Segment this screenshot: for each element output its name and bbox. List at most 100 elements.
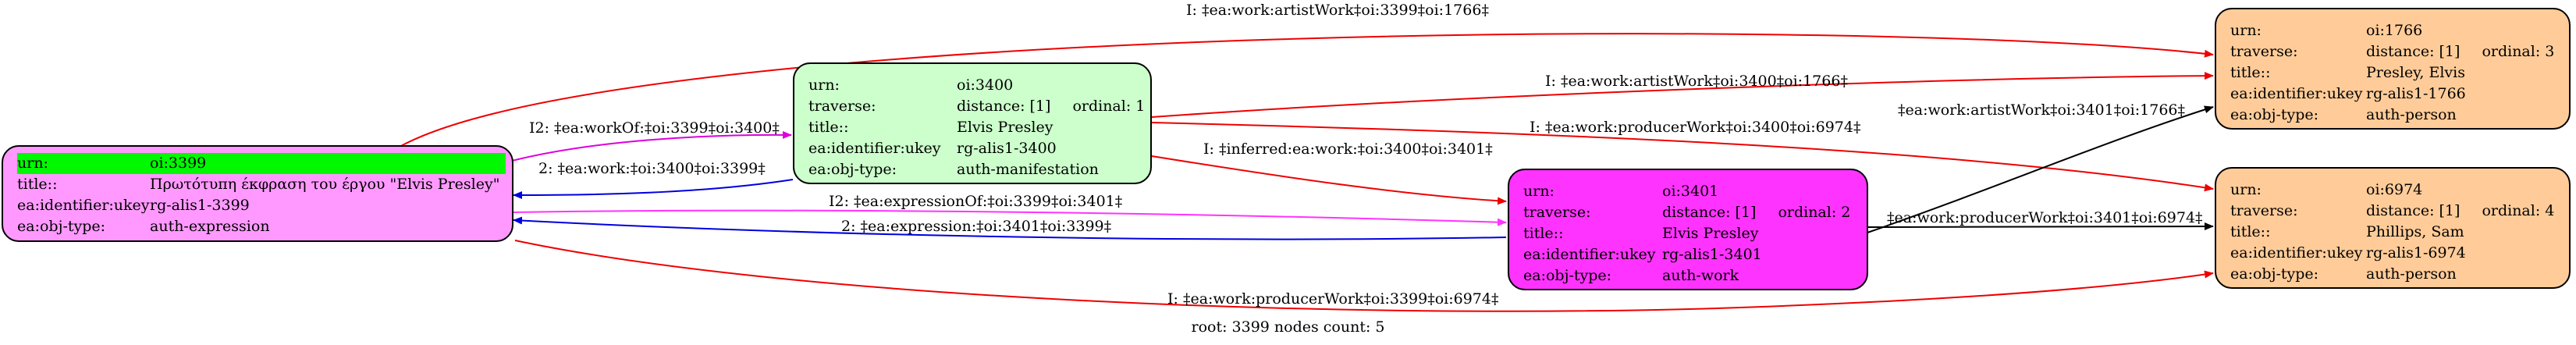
node-row-title: title:: Elvis Presley [1523, 223, 1867, 244]
title-key: title:: [17, 176, 58, 193]
node-oi-3401[interactable]: urn: oi:3401 traverse: distance: [1] ord… [1508, 169, 1868, 290]
edge-3400-3401-inferred [1151, 155, 1507, 205]
node-row-traverse: traverse: distance: [1] ordinal: 1 [808, 96, 1150, 117]
node-row-type: ea:obj-type: auth-person [2230, 264, 2569, 285]
ukey-key: ea:identifier:ukey [808, 140, 941, 157]
distance-value: distance: [1] [957, 98, 1051, 115]
edge-3401-6974-producer [1867, 222, 2214, 231]
type-value: auth-person [2366, 106, 2457, 123]
edge-label: ‡ea:work:producerWork‡oi:3401‡oi:6974‡ [1887, 209, 2203, 226]
distance-value: distance: [1] [2366, 43, 2461, 60]
ordinal-value: ordinal: 2 [1778, 204, 1851, 221]
edge-3400-1766-artist [1151, 72, 2214, 118]
title-key: title:: [2230, 223, 2271, 240]
edge-3399-6974-producer [514, 240, 2214, 312]
edge-3401-3399-expression [513, 216, 1507, 240]
ukey-value: rg-alis1-6974 [2366, 244, 2466, 261]
edge-3399-1766-artist [399, 33, 2214, 148]
node-row-traverse: traverse: distance: [1] ordinal: 2 [1523, 202, 1867, 223]
ukey-value: rg-alis1-3399 [150, 197, 250, 214]
ukey-key: ea:identifier:ukey [17, 197, 150, 214]
title-value: Elvis Presley [1662, 225, 1759, 242]
node-oi-6974[interactable]: urn: oi:6974 traverse: distance: [1] ord… [2215, 167, 2571, 289]
node-row-type: ea:obj-type: auth-work [1523, 265, 1867, 286]
type-key: ea:obj-type: [17, 218, 106, 235]
type-key: ea:obj-type: [2230, 106, 2319, 123]
urn-value: oi:6974 [2366, 181, 2423, 198]
urn-value: oi:3400 [957, 76, 1014, 94]
urn-key: urn: [2230, 22, 2262, 39]
traverse-key: traverse: [2230, 43, 2298, 60]
node-row-urn: urn: oi:3399 [17, 153, 506, 174]
title-value: Presley, Elvis [2366, 64, 2465, 81]
edge-label: I2: ‡ea:workOf:‡oi:3399‡oi:3400‡ [529, 119, 780, 137]
title-value: Phillips, Sam [2366, 223, 2464, 240]
node-row-ukey: ea:identifier:ukey rg-alis1-3401 [1523, 244, 1867, 265]
ukey-value: rg-alis1-1766 [2366, 85, 2466, 102]
traverse-key: traverse: [2230, 202, 2298, 219]
type-key: ea:obj-type: [2230, 265, 2319, 283]
edge-label: I: ‡ea:work:artistWork‡oi:3400‡oi:1766‡ [1545, 73, 1848, 90]
node-oi-3399[interactable]: urn: oi:3399 title:: Πρωτότυπη έκφραση τ… [2, 145, 513, 242]
urn-key: urn: [1523, 183, 1554, 200]
type-value: auth-person [2366, 265, 2457, 283]
node-oi-1766[interactable]: urn: oi:1766 traverse: distance: [1] ord… [2215, 8, 2571, 130]
distance-value: distance: [1] [1662, 204, 1757, 221]
title-key: title:: [808, 119, 849, 136]
graph-footer: root: 3399 nodes count: 5 [1191, 318, 1385, 336]
node-oi-3400[interactable]: urn: oi:3400 traverse: distance: [1] ord… [793, 62, 1152, 184]
urn-key: urn: [808, 76, 840, 94]
node-row-type: ea:obj-type: auth-expression [17, 216, 512, 237]
node-row-urn: urn: oi:1766 [2230, 20, 2569, 41]
node-row-traverse: traverse: distance: [1] ordinal: 3 [2230, 41, 2569, 62]
edge-label: ‡ea:work:artistWork‡oi:3401‡oi:1766‡ [1898, 101, 2185, 119]
node-row-urn: urn: oi:3400 [808, 75, 1150, 96]
edge-label: I: ‡ea:work:producerWork‡oi:3400‡oi:6974… [1530, 119, 1861, 136]
ukey-key: ea:identifier:ukey [2230, 244, 2363, 261]
title-value: Elvis Presley [957, 119, 1053, 136]
urn-key: urn: [17, 155, 48, 172]
ukey-value: rg-alis1-3400 [957, 140, 1057, 157]
node-row-title: title:: Πρωτότυπη έκφραση του έργου "Elv… [17, 174, 512, 195]
edge-3399-3401-expressionof [511, 209, 1507, 226]
ordinal-value: ordinal: 3 [2482, 43, 2555, 60]
title-value: Πρωτότυπη έκφραση του έργου "Elvis Presl… [150, 176, 500, 193]
node-row-urn: urn: oi:6974 [2230, 180, 2569, 201]
type-key: ea:obj-type: [808, 161, 897, 178]
ordinal-value: ordinal: 1 [1072, 98, 1146, 115]
edge-label: 2: ‡ea:expression:‡oi:3401‡oi:3399‡ [841, 218, 1111, 235]
urn-value: oi:3401 [1662, 183, 1719, 200]
ukey-value: rg-alis1-3401 [1662, 246, 1762, 263]
node-row-ukey: ea:identifier:ukey rg-alis1-3399 [17, 195, 512, 216]
node-row-title: title:: Phillips, Sam [2230, 222, 2569, 243]
edge-label: I: ‡ea:work:artistWork‡oi:3399‡oi:1766‡ [1186, 2, 1489, 19]
urn-value: oi:3399 [150, 155, 207, 172]
node-row-traverse: traverse: distance: [1] ordinal: 4 [2230, 201, 2569, 222]
edge-3400-6974-producer [1151, 122, 2214, 192]
ukey-key: ea:identifier:ukey [1523, 246, 1656, 263]
edge-label: 2: ‡ea:work:‡oi:3400‡oi:3399‡ [538, 160, 766, 177]
node-row-ukey: ea:identifier:ukey rg-alis1-3400 [808, 138, 1150, 159]
type-value: auth-work [1662, 267, 1739, 284]
traverse-key: traverse: [808, 98, 876, 115]
edge-3401-1766-artist [1867, 105, 2214, 233]
edge-label: I: ‡ea:work:producerWork‡oi:3399‡oi:6974… [1167, 290, 1499, 308]
edge-label: I: ‡inferred:ea:work:‡oi:3400‡oi:3401‡ [1203, 140, 1493, 158]
node-row-type: ea:obj-type: auth-manifestation [808, 159, 1150, 180]
ukey-key: ea:identifier:ukey [2230, 85, 2363, 102]
traverse-key: traverse: [1523, 204, 1591, 221]
ordinal-value: ordinal: 4 [2482, 202, 2555, 219]
node-row-urn: urn: oi:3401 [1523, 181, 1867, 202]
type-value: auth-expression [150, 218, 270, 235]
node-row-title: title:: Elvis Presley [808, 117, 1150, 138]
node-row-ukey: ea:identifier:ukey rg-alis1-1766 [2230, 84, 2569, 105]
edge-label: I2: ‡ea:expressionOf:‡oi:3399‡oi:3401‡ [829, 193, 1122, 210]
node-row-type: ea:obj-type: auth-person [2230, 105, 2569, 126]
edge-3400-3399-work [513, 179, 794, 199]
urn-value: oi:1766 [2366, 22, 2423, 39]
node-row-ukey: ea:identifier:ukey rg-alis1-6974 [2230, 243, 2569, 264]
node-row-title: title:: Presley, Elvis [2230, 62, 2569, 84]
title-key: title:: [2230, 64, 2271, 81]
title-key: title:: [1523, 225, 1564, 242]
